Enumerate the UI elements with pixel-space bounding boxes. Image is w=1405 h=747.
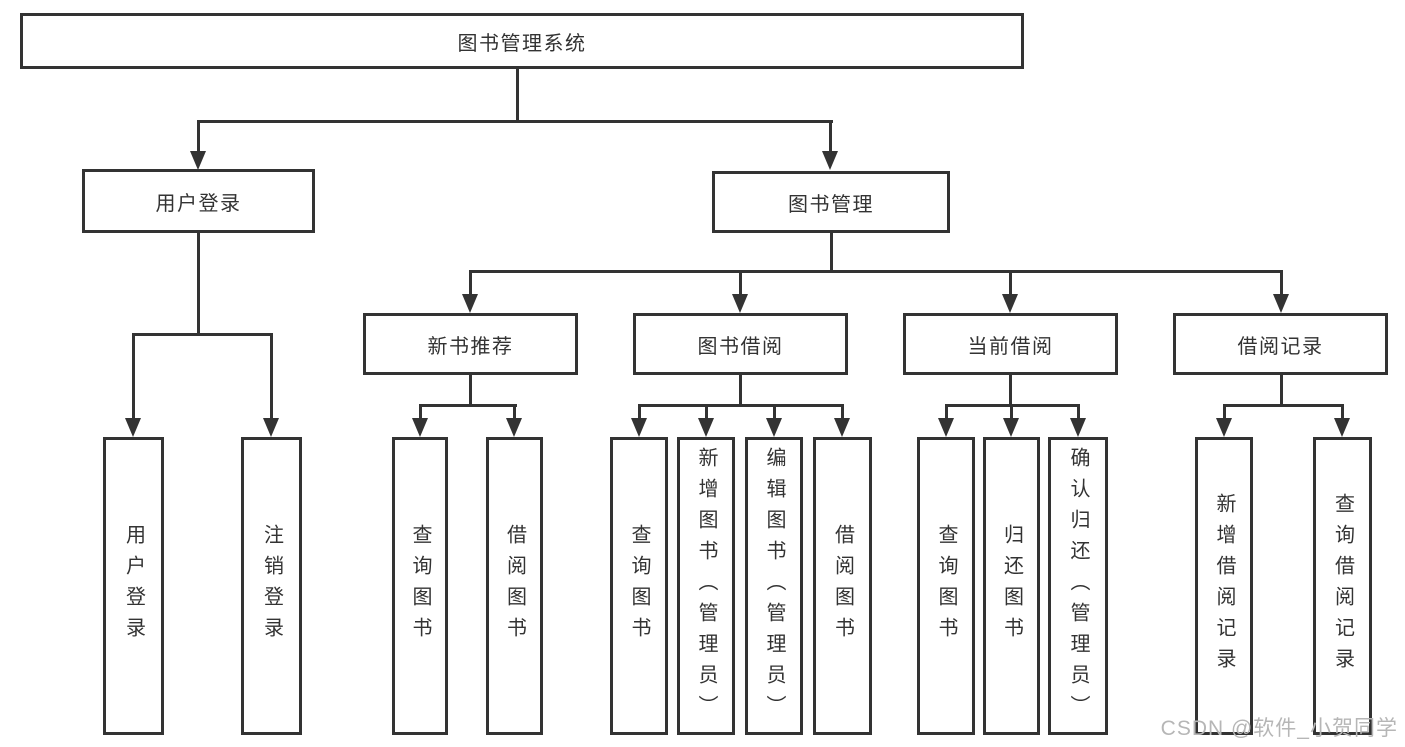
node-current-borrow: 当前借阅 bbox=[903, 313, 1118, 375]
leaf-confirm-return-admin-label: 确认归还（管理员） bbox=[1067, 446, 1089, 726]
connector-line bbox=[419, 404, 422, 420]
node-root-label: 图书管理系统 bbox=[457, 32, 587, 55]
arrow-down-icon bbox=[190, 151, 206, 170]
connector-line bbox=[830, 233, 833, 272]
connector-line bbox=[1280, 375, 1283, 406]
connector-line bbox=[1009, 270, 1012, 296]
connector-line bbox=[469, 270, 472, 296]
connector-line bbox=[469, 270, 1283, 273]
connector-line bbox=[1341, 404, 1344, 420]
arrow-down-icon bbox=[1002, 294, 1018, 313]
connector-line bbox=[513, 404, 516, 420]
connector-line bbox=[841, 404, 844, 420]
connector-line bbox=[638, 404, 641, 420]
arrow-down-icon bbox=[698, 418, 714, 437]
node-current-borrow-label: 当前借阅 bbox=[967, 335, 1054, 358]
arrow-down-icon bbox=[631, 418, 647, 437]
connector-line bbox=[739, 270, 742, 296]
leaf-borrow-query-books-label: 查询图书 bbox=[628, 524, 650, 648]
arrow-down-icon bbox=[822, 151, 838, 170]
connector-line bbox=[516, 69, 519, 120]
leaf-user-login-label: 用户登录 bbox=[122, 524, 145, 648]
connector-line bbox=[773, 404, 776, 420]
connector-line bbox=[1223, 404, 1344, 407]
leaf-edit-books-admin: 编辑图书（管理员） bbox=[745, 437, 803, 735]
leaf-logout-label: 注销登录 bbox=[260, 524, 283, 648]
arrow-down-icon bbox=[766, 418, 782, 437]
connector-line bbox=[945, 404, 948, 420]
connector-line bbox=[197, 233, 200, 335]
leaf-add-books-admin-label: 新增图书（管理员） bbox=[695, 446, 717, 726]
leaf-confirm-return-admin: 确认归还（管理员） bbox=[1048, 437, 1108, 735]
arrow-down-icon bbox=[938, 418, 954, 437]
leaf-recommend-borrow-books: 借阅图书 bbox=[486, 437, 543, 735]
leaf-recommend-query-books: 查询图书 bbox=[392, 437, 448, 735]
csdn-watermark: CSDN @软件_小贺同学 bbox=[1160, 717, 1398, 740]
node-new-book-recommend-label: 新书推荐 bbox=[427, 335, 514, 358]
leaf-current-query-books: 查询图书 bbox=[917, 437, 975, 735]
connector-line bbox=[132, 333, 135, 420]
node-new-book-recommend: 新书推荐 bbox=[363, 313, 578, 375]
leaf-logout: 注销登录 bbox=[241, 437, 302, 735]
node-book-management: 图书管理 bbox=[712, 171, 950, 233]
connector-line bbox=[197, 120, 833, 123]
leaf-recommend-borrow-books-label: 借阅图书 bbox=[503, 524, 526, 648]
connector-line bbox=[132, 333, 273, 336]
node-user-login-label: 用户登录 bbox=[155, 192, 242, 215]
node-book-borrow-label: 图书借阅 bbox=[697, 335, 784, 358]
leaf-add-borrow-record-label: 新增借阅记录 bbox=[1213, 493, 1235, 679]
arrow-down-icon bbox=[506, 418, 522, 437]
arrow-down-icon bbox=[263, 418, 279, 437]
leaf-return-books-label: 归还图书 bbox=[1000, 524, 1023, 648]
leaf-borrow-books: 借阅图书 bbox=[813, 437, 872, 735]
connector-line bbox=[1223, 404, 1226, 420]
node-user-login: 用户登录 bbox=[82, 169, 315, 233]
connector-line bbox=[270, 333, 273, 420]
leaf-current-query-books-label: 查询图书 bbox=[935, 524, 957, 648]
leaf-query-borrow-record-label: 查询借阅记录 bbox=[1331, 493, 1354, 679]
connector-line bbox=[1280, 270, 1283, 296]
arrow-down-icon bbox=[732, 294, 748, 313]
connector-line bbox=[197, 120, 200, 153]
leaf-user-login: 用户登录 bbox=[103, 437, 164, 735]
connector-line bbox=[705, 404, 708, 420]
node-book-borrow: 图书借阅 bbox=[633, 313, 848, 375]
connector-line bbox=[1077, 404, 1080, 420]
leaf-return-books: 归还图书 bbox=[983, 437, 1040, 735]
node-borrow-records-label: 借阅记录 bbox=[1237, 335, 1324, 358]
arrow-down-icon bbox=[1334, 418, 1350, 437]
leaf-add-borrow-record: 新增借阅记录 bbox=[1195, 437, 1253, 735]
arrow-down-icon bbox=[1273, 294, 1289, 313]
arrow-down-icon bbox=[125, 418, 141, 437]
arrow-down-icon bbox=[412, 418, 428, 437]
connector-line bbox=[1010, 404, 1013, 420]
node-root: 图书管理系统 bbox=[20, 13, 1024, 69]
connector-line bbox=[829, 120, 832, 153]
connector-line bbox=[1009, 375, 1012, 406]
leaf-edit-books-admin-label: 编辑图书（管理员） bbox=[763, 446, 785, 726]
leaf-recommend-query-books-label: 查询图书 bbox=[409, 524, 431, 648]
connector-line bbox=[469, 375, 472, 406]
node-book-management-label: 图书管理 bbox=[788, 193, 874, 216]
connector-line bbox=[419, 404, 517, 407]
leaf-add-books-admin: 新增图书（管理员） bbox=[677, 437, 735, 735]
arrow-down-icon bbox=[834, 418, 850, 437]
arrow-down-icon bbox=[1003, 418, 1019, 437]
arrow-down-icon bbox=[1070, 418, 1086, 437]
connector-line bbox=[638, 404, 844, 407]
node-borrow-records: 借阅记录 bbox=[1173, 313, 1388, 375]
leaf-borrow-books-label: 借阅图书 bbox=[831, 524, 854, 648]
leaf-query-borrow-record: 查询借阅记录 bbox=[1313, 437, 1372, 735]
leaf-borrow-query-books: 查询图书 bbox=[610, 437, 668, 735]
connector-line bbox=[739, 375, 742, 406]
arrow-down-icon bbox=[462, 294, 478, 313]
arrow-down-icon bbox=[1216, 418, 1232, 437]
